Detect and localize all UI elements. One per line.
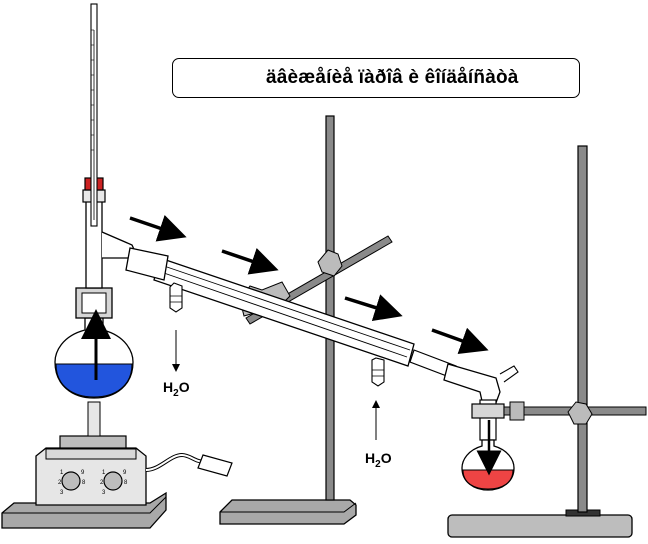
receiver-assembly — [443, 363, 519, 491]
vapour-flow-arrows — [129, 214, 489, 355]
dial-digit: 9 — [81, 470, 85, 476]
legend-text: äâèæåíèå ïàðîâ è êîíäåíñàòà — [266, 67, 519, 88]
flow-arrow-icon — [129, 214, 187, 242]
distillate — [462, 469, 514, 490]
legend-box: äâèæåíèå ïàðîâ è êîíäåíñàòà — [172, 58, 580, 98]
dial-digit: 9 — [123, 470, 127, 476]
dial-digit: 3 — [102, 490, 106, 496]
boiling-liquid — [55, 363, 133, 398]
dial-digit: 2 — [58, 480, 62, 486]
water-label-left: H2O — [163, 379, 190, 399]
dial-digit: 3 — [60, 490, 64, 496]
left-knob-icon — [61, 471, 81, 491]
plug-icon — [197, 454, 233, 477]
right-stand — [447, 145, 647, 538]
water-label-right: H2O — [365, 450, 392, 470]
liebig-condenser — [125, 247, 457, 387]
hotplate-stirrer: 1 9 2 8 3 1 9 2 8 3 — [1, 435, 233, 529]
flow-arrow-icon — [344, 294, 403, 322]
dial-digit: 2 — [100, 480, 104, 486]
boiling-flask-assembly — [54, 3, 140, 437]
dial-digit: 8 — [124, 480, 128, 486]
right-knob-icon — [103, 471, 123, 491]
flow-arrow-icon — [221, 247, 279, 275]
dial-digit: 1 — [102, 470, 106, 476]
dial-digit: 1 — [60, 470, 64, 476]
dial-digit: 8 — [82, 480, 86, 486]
flow-arrow-icon — [431, 327, 489, 355]
